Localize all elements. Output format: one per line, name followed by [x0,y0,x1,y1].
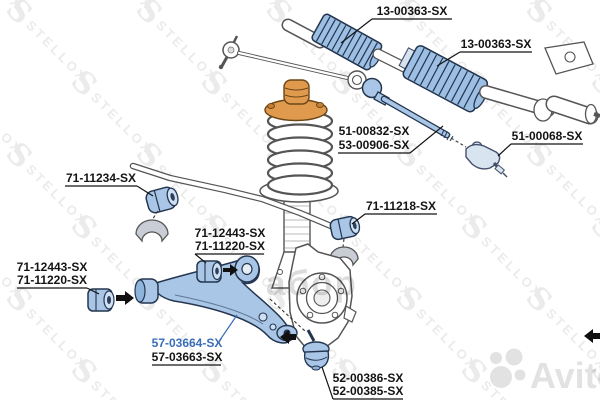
install-arrow-left [116,291,134,305]
svg-text:57-03664-SX: 57-03664-SX [152,336,223,350]
arm-bushing-center-loose [196,260,223,283]
svg-text:71-12443-SX: 71-12443-SX [17,260,88,274]
install-arrow-balljoint [280,330,296,344]
avito-wordmark: Avito [530,355,600,396]
svg-text:51-00832-SX: 51-00832-SX [339,124,410,138]
ball-joint [302,329,330,371]
label-axial-rod: 51-00832-SX 53-00906-SX [338,124,444,154]
svg-text:52-00386-SX: 52-00386-SX [333,371,404,385]
svg-text:52-00385-SX: 52-00385-SX [333,384,404,398]
avito-logo-dots [490,348,526,388]
svg-text:53-00906-SX: 53-00906-SX [339,138,410,152]
stabilizer-bar [129,162,342,233]
svg-text:71-11218-SX: 71-11218-SX [366,199,436,213]
label-stab-bushing-left: 71-11234-SX [65,171,154,197]
arm-front-bushing [134,278,159,304]
steering-rack [218,13,600,125]
arm-bushing-left-loose [87,288,115,312]
label-arm-bushing-center: 71-12443-SX 71-11220-SX [194,226,266,264]
coil-spring [266,110,334,196]
steering-knuckle [288,243,357,351]
avito-watermark: Avito [480,344,600,400]
label-tie-rod-end: 51-00068-SX [497,129,583,157]
svg-text:57-03663-SX: 57-03663-SX [152,350,223,364]
steering-boot-right [398,45,489,113]
bump-stop [283,79,310,105]
label-boot-top: 13-00363-SX [340,4,452,44]
arm-rear-bushing [234,255,260,283]
label-boot-right: 13-00363-SX [436,37,532,67]
svg-text:71-12443-SX: 71-12443-SX [195,226,266,240]
svg-text:71-11234-SX: 71-11234-SX [66,171,136,185]
steering-boot-left [311,13,383,71]
install-arrow-hub [584,329,600,343]
label-arm-bushing-left: 71-12443-SX 71-11220-SX [17,260,100,295]
stab-clamp-left [135,219,169,243]
svg-text:13-00363-SX: 13-00363-SX [461,37,532,51]
svg-text:71-11220-SX: 71-11220-SX [195,239,265,253]
svg-text:13-00363-SX: 13-00363-SX [377,4,448,18]
install-arrow-center [223,264,238,276]
strut-top-mount [264,79,328,122]
axial-tie-rod [361,77,454,142]
left-tie-rod-end [218,35,240,70]
rack-housing [479,41,600,125]
svg-text:51-00068-SX: 51-00068-SX [512,129,583,143]
labels: 13-00363-SX 13-00363-SX 51-00832-SX 53-0… [17,4,583,400]
stab-bushing-left [145,186,179,214]
label-control-arm: 57-03664-SX 57-03663-SX [152,314,238,366]
label-stab-bushing-right: 71-11218-SX [351,199,437,225]
hub-flange [296,272,348,324]
svg-text:71-11220-SX: 71-11220-SX [17,273,87,287]
label-ball-joint: 52-00386-SX 52-00385-SX [321,366,404,400]
stab-bushing-right [329,215,361,241]
center-watermark: абор [266,264,358,303]
tie-rod-end [465,141,508,178]
